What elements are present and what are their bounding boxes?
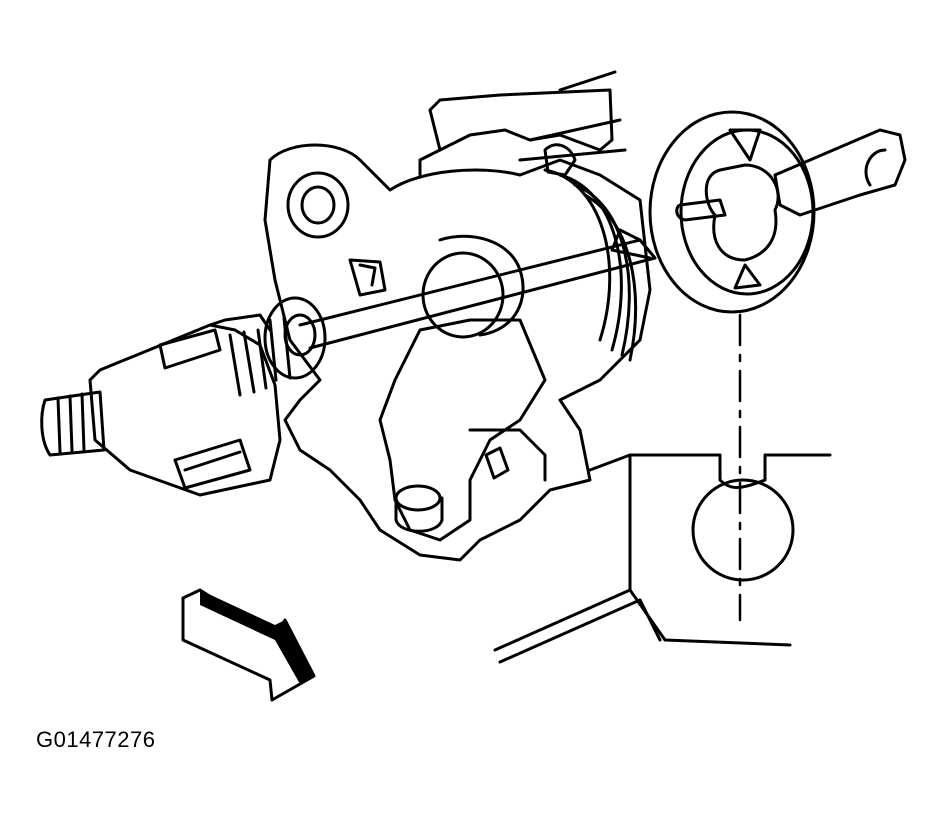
alignment-slot-detail-icon [493,453,832,664]
figure-id-label: G01477276 [36,727,156,752]
alignment-tool-icon [263,228,657,382]
electrical-connector-icon [40,313,282,497]
mounting-bracket-icon [418,70,627,177]
tool-handle-icon [648,110,907,314]
sensor-housing-icon [263,143,652,562]
direction-arrow-icon [181,588,316,702]
